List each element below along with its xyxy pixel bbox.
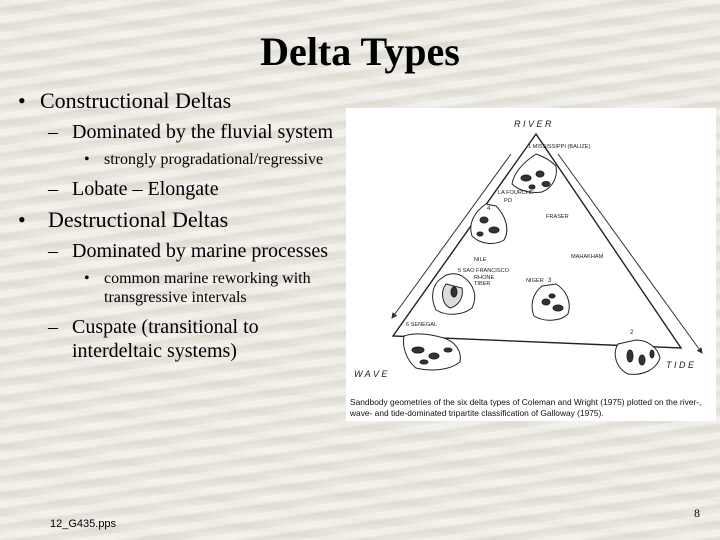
bullet-list: • Constructional Deltas – Dominated by t… <box>18 88 338 369</box>
bullet-destructional: • Destructional Deltas <box>18 207 338 233</box>
delta-triangle-diagram: R I V E R W A V E T I D E <box>354 119 703 379</box>
delta-sketch-tide <box>614 339 661 375</box>
dash-marker: – <box>48 316 58 338</box>
sub-sub-bullet-label: common marine reworking with transgressi… <box>104 270 311 306</box>
label-mahakham: MAHAKHAM <box>571 254 604 260</box>
sub-bullet-label: Dominated by marine processes <box>72 240 329 262</box>
dash-marker: – <box>48 121 58 143</box>
bullet-marker: • <box>18 207 26 232</box>
label-niger: NIGER <box>526 278 544 284</box>
sub-bullet-label: Cuspate (transitional to interdeltaic sy… <box>72 316 259 362</box>
delta-sketch-mississippi <box>511 153 557 193</box>
label-sao-francisco: 5 SAO FRANCISCO <box>458 268 510 274</box>
sub-bullet: – Lobate – Elongate <box>18 177 338 201</box>
label-lafourche: LA FOURCHE <box>498 190 534 196</box>
label-fraser: FRASER <box>546 214 569 220</box>
slide-title: Delta Types <box>260 29 460 74</box>
sub-bullet: – Cuspate (transitional to interdeltaic … <box>18 315 338 363</box>
delta-sketch-lafourche <box>470 203 508 244</box>
delta-sketch-sao-francisco <box>432 273 476 315</box>
sub-bullet: – Dominated by the fluvial system <box>18 120 338 144</box>
sub-bullet-label: Lobate – Elongate <box>72 178 219 200</box>
sub-bullet-label: Dominated by the fluvial system <box>72 121 334 143</box>
bullet-label: Destructional Deltas <box>48 207 229 232</box>
dash-marker: – <box>48 240 58 262</box>
label-delta-4: 4 <box>487 206 491 212</box>
sub-bullet: – Dominated by marine processes <box>18 239 338 263</box>
sub-sub-bullet-label: strongly progradational/regressive <box>104 151 324 168</box>
delta-classification-figure: R I V E R W A V E T I D E <box>346 108 716 421</box>
bullet-label: Constructional Deltas <box>40 88 232 113</box>
bullet-marker: • <box>84 270 90 287</box>
sub-sub-bullet: • common marine reworking with transgres… <box>18 269 338 307</box>
label-rhone: RHONE <box>474 275 494 281</box>
footer-filename: 12_G435.pps <box>50 518 117 530</box>
triangle-outline <box>391 132 683 349</box>
label-tide: T I D E <box>666 360 695 370</box>
label-mississippi: 1 MISSISSIPPI (BALIZE) <box>528 144 591 150</box>
label-delta-2: 2 <box>630 330 634 336</box>
slide-number: 8 <box>694 506 700 520</box>
arrow-river-wave <box>391 153 512 319</box>
delta-sketch-senegal <box>403 333 461 371</box>
arrow-river-tide <box>557 153 703 354</box>
label-wave: W A V E <box>354 369 388 379</box>
label-tiber: TIBER <box>474 281 490 287</box>
sub-sub-bullet: • strongly progradational/regressive <box>18 150 338 169</box>
bullet-marker: • <box>18 88 26 113</box>
delta-sketch-niger <box>531 283 570 321</box>
label-po: PO <box>504 198 513 204</box>
label-senegal: 6 SENEGAL <box>406 322 437 328</box>
bullet-constructional: • Constructional Deltas <box>18 88 338 114</box>
dash-marker: – <box>48 178 58 200</box>
figure-caption: Sandbody geometries of the six delta typ… <box>350 397 702 418</box>
label-river: R I V E R <box>514 119 552 129</box>
bullet-marker: • <box>84 151 90 168</box>
label-nile: NILE <box>474 257 487 263</box>
label-delta-3: 3 <box>548 278 552 284</box>
